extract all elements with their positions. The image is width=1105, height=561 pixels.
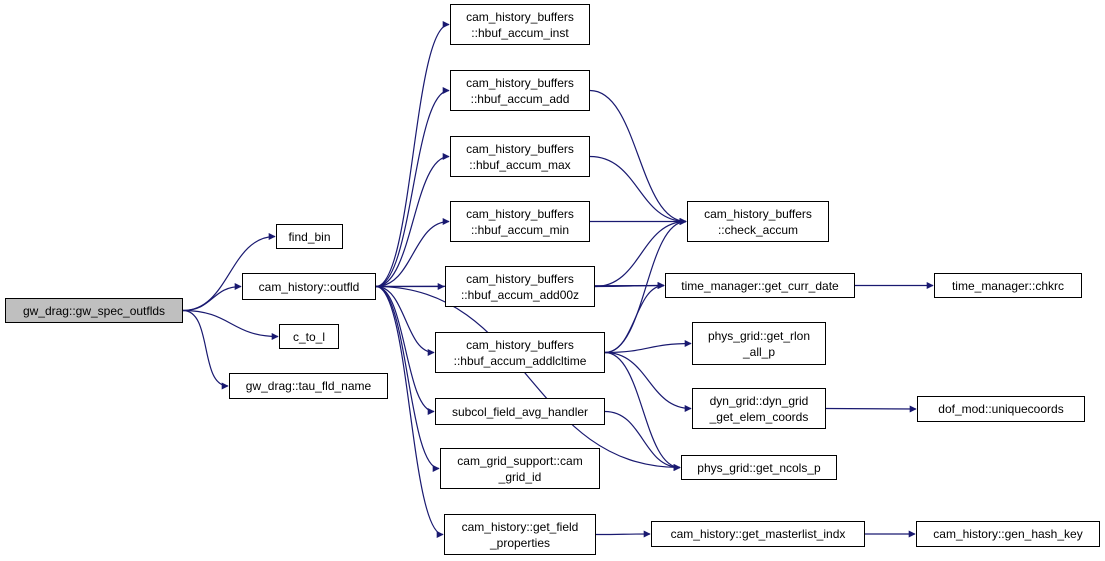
node-hbuf-accum-inst[interactable]: cam_history_buffers::hbuf_accum_inst — [450, 4, 590, 45]
node-label: dof_mod::uniquecoords — [938, 402, 1064, 416]
node-outfld[interactable]: cam_history::outfld — [242, 273, 376, 300]
edge-get-field-properties-to-get-masterlist-indx — [595, 530, 651, 538]
edge-outfld-to-get-ncols-p — [375, 285, 681, 471]
node-label: cam_history_buffers — [466, 271, 574, 286]
node-label: phys_grid::get_rlon — [707, 328, 811, 343]
node-label: phys_grid::get_ncols_p — [697, 460, 821, 475]
node-label: gw_drag::gw_spec_outflds — [22, 303, 166, 318]
edge-gw-spec-outflds-to-outfld — [182, 283, 242, 312]
edge-hbuf-accum-add-to-check-accum — [589, 89, 687, 225]
node-label: ::hbuf_accum_addlcltime — [453, 353, 587, 368]
node-label: ::hbuf_accum_add00z — [460, 287, 580, 302]
edge-outfld-to-hbuf-accum-max — [375, 153, 450, 288]
edge-hbuf-accum-max-to-check-accum — [589, 155, 687, 225]
node-dyn-grid-get-elem-coords[interactable]: dyn_grid::dyn_grid_get_elem_coords — [692, 388, 826, 429]
node-label: cam_history::get_field — [461, 519, 579, 534]
edge-hbuf-accum-addlcltime-to-get-rlon-all-p — [604, 340, 692, 354]
node-label: time_manager::get_curr_date — [681, 278, 839, 293]
node-label: c_to_l — [292, 329, 326, 344]
node-get-ncols-p[interactable]: phys_grid::get_ncols_p — [681, 455, 837, 480]
node-label: gw_drag::tau_fld_name — [245, 379, 372, 393]
node-label: _get_elem_coords — [709, 409, 809, 424]
node-gw-spec-outflds: gw_drag::gw_spec_outflds — [5, 298, 183, 323]
edge-gw-spec-outflds-to-c-to-l — [182, 309, 279, 340]
node-cam-grid-id[interactable]: cam_grid_support::cam_grid_id — [440, 448, 600, 489]
node-hbuf-accum-min[interactable]: cam_history_buffers::hbuf_accum_min — [450, 201, 590, 242]
node-gen-hash-key[interactable]: cam_history::gen_hash_key — [916, 521, 1100, 547]
edge-outfld-to-hbuf-accum-min — [375, 218, 450, 288]
node-label: cam_history_buffers — [704, 206, 812, 221]
edge-dyn-grid-get-elem-coords-to-uniquecoords — [825, 405, 917, 413]
edge-outfld-to-hbuf-accum-add — [375, 87, 450, 288]
node-label: cam_history::get_masterlist_indx — [670, 527, 846, 541]
node-get-masterlist-indx[interactable]: cam_history::get_masterlist_indx — [651, 521, 865, 547]
node-label: cam_history_buffers — [466, 337, 574, 352]
node-hbuf-accum-add00z[interactable]: cam_history_buffers::hbuf_accum_add00z — [445, 266, 595, 307]
node-label: ::hbuf_accum_min — [470, 222, 570, 237]
node-label: subcol_field_avg_handler — [451, 404, 589, 419]
node-get-curr-date[interactable]: time_manager::get_curr_date — [665, 273, 855, 298]
node-find-bin[interactable]: find_bin — [276, 224, 343, 249]
node-label: cam_history_buffers — [466, 141, 574, 156]
edge-hbuf-accum-addlcltime-to-dyn-grid-get-elem-coords — [604, 351, 692, 412]
node-label: cam_history::gen_hash_key — [933, 527, 1083, 541]
node-label: ::hbuf_accum_add — [470, 91, 570, 106]
node-c-to-l[interactable]: c_to_l — [279, 324, 339, 349]
node-label: cam_history_buffers — [466, 9, 574, 24]
node-label: _all_p — [742, 344, 776, 359]
node-hbuf-accum-max[interactable]: cam_history_buffers::hbuf_accum_max — [450, 136, 590, 177]
edge-gw-spec-outflds-to-tau-fld-name — [182, 309, 229, 390]
edge-subcol-field-avg-handler-to-get-ncols-p — [604, 410, 681, 471]
node-label: cam_history_buffers — [466, 75, 574, 90]
node-label: ::hbuf_accum_inst — [471, 25, 569, 40]
node-label: time_manager::chkrc — [951, 278, 1065, 293]
edge-hbuf-accum-add00z-to-check-accum — [594, 218, 687, 288]
node-uniquecoords[interactable]: dof_mod::uniquecoords — [917, 396, 1085, 422]
node-label: dyn_grid::dyn_grid — [709, 393, 809, 408]
edge-outfld-to-cam-grid-id — [375, 285, 440, 472]
node-hbuf-accum-add[interactable]: cam_history_buffers::hbuf_accum_add — [450, 70, 590, 111]
node-label: cam_grid_support::cam — [457, 453, 583, 468]
node-label: ::hbuf_accum_max — [469, 157, 571, 172]
edge-outfld-to-get-field-properties — [375, 285, 444, 538]
edge-gw-spec-outflds-to-find-bin — [182, 233, 276, 312]
node-label: cam_history_buffers — [466, 206, 574, 221]
node-label: ::check_accum — [717, 222, 799, 237]
node-chkrc[interactable]: time_manager::chkrc — [934, 273, 1082, 298]
node-get-field-properties[interactable]: cam_history::get_field_properties — [444, 514, 596, 555]
edge-outfld-to-hbuf-accum-addlcltime — [375, 285, 435, 356]
node-subcol-field-avg-handler[interactable]: subcol_field_avg_handler — [435, 398, 605, 425]
node-label: find_bin — [288, 229, 331, 244]
edge-hbuf-accum-add00z-to-get-curr-date — [594, 282, 665, 290]
node-check-accum[interactable]: cam_history_buffers::check_accum — [687, 201, 829, 242]
edge-hbuf-accum-addlcltime-to-get-ncols-p — [604, 351, 681, 471]
node-get-rlon-all-p[interactable]: phys_grid::get_rlon_all_p — [692, 322, 826, 365]
node-label: cam_history::outfld — [258, 279, 360, 294]
node-label: _properties — [489, 535, 551, 550]
node-tau-fld-name[interactable]: gw_drag::tau_fld_name — [229, 373, 388, 399]
edge-hbuf-accum-addlcltime-to-get-curr-date — [604, 282, 665, 354]
node-label: _grid_id — [498, 469, 542, 484]
edge-outfld-to-hbuf-accum-inst — [375, 21, 450, 288]
node-hbuf-accum-addlcltime[interactable]: cam_history_buffers::hbuf_accum_addlclti… — [435, 332, 605, 373]
